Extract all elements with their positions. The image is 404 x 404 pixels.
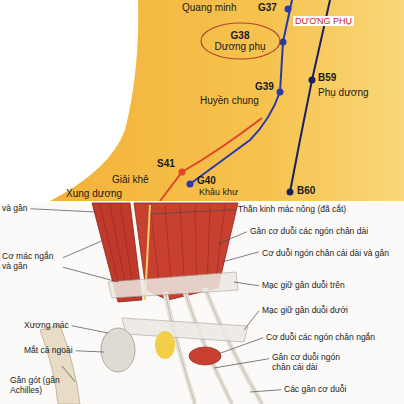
leader-line — [63, 267, 118, 282]
anatomy-label: Cơ duỗi ngón chân cái dài và gân — [262, 249, 389, 259]
leg-outline — [50, 0, 404, 201]
leader-line — [150, 210, 235, 214]
point-code: G38 — [214, 30, 265, 42]
leader-line — [63, 240, 104, 258]
anatomy-label: Mạc giữ gân duỗi trên — [262, 281, 345, 291]
anatomy-label: Thần kinh mác nông (đã cắt) — [238, 205, 346, 215]
lateral-malleolus — [101, 328, 135, 372]
anatomy-label: Cơ duỗi các ngón chân ngắn — [266, 333, 375, 343]
leader-line — [214, 359, 269, 368]
anatomy-label: Gân cơ duỗi ngón chân cái dài — [272, 353, 356, 372]
anatomy-label: Xương mác — [24, 321, 69, 331]
point-name: Giải khê — [112, 174, 149, 185]
point-code: G40 — [197, 175, 216, 186]
extensor-tendons — [165, 288, 262, 404]
leader-line — [72, 326, 108, 333]
leader-line — [31, 209, 96, 212]
point-code: B60 — [297, 185, 315, 196]
anatomy-label: Gân gót (gân Achilles) — [10, 376, 72, 395]
gallbladder-meridian — [190, 0, 292, 184]
inferior-retinaculum — [122, 318, 248, 342]
anatomy-label: Mạc giữ gân duỗi dưới — [262, 306, 348, 316]
point-name: Huyền chung — [200, 95, 259, 106]
leader-line — [218, 232, 247, 244]
ellipse-outline — [201, 23, 280, 59]
anatomy-label: và gân — [2, 204, 28, 214]
anatomy-label: Gân cơ duỗi các ngón chân dài — [250, 227, 368, 237]
point-name: Xung dương — [66, 188, 122, 199]
leader-line — [234, 282, 259, 286]
achilles-tendon — [40, 325, 80, 404]
leader-line — [76, 351, 104, 352]
point-code: G37 — [258, 2, 277, 13]
leader-line — [62, 366, 75, 382]
anatomy-label: Các gân cơ duỗi — [284, 385, 346, 395]
leader-line — [250, 390, 281, 392]
point-name: Quang minh — [182, 2, 236, 13]
anatomy-label: Cơ mác ngắn và gân — [2, 252, 60, 271]
leader-line — [244, 311, 259, 330]
fat-pad — [155, 331, 175, 359]
superior-retinaculum — [108, 272, 238, 298]
acupoint-dot — [179, 6, 316, 196]
point-code: G39 — [255, 81, 274, 92]
point-name: Khâu khư — [199, 187, 238, 197]
anatomy-label: Mắt cá ngoài — [24, 346, 73, 356]
point-code: S41 — [157, 158, 175, 169]
extensor-brevis-muscle — [189, 347, 221, 365]
point-name: Phụ dương — [318, 87, 369, 98]
point-code: B59 — [318, 72, 336, 83]
leader-line — [218, 338, 263, 354]
point-name: Dương phụ — [214, 41, 265, 53]
leader-line — [222, 252, 259, 262]
highlight-ellipse: G38Dương phụ — [200, 22, 281, 60]
point-title: DƯƠNG PHỤ — [293, 16, 354, 26]
stomach-meridian — [160, 118, 262, 201]
